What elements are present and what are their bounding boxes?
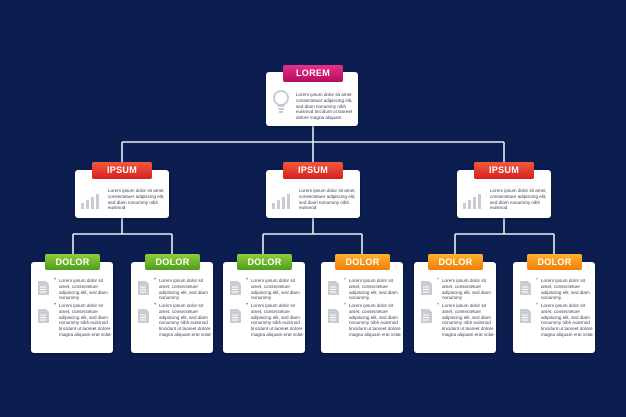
leaf-label-6: DOLOR xyxy=(527,254,582,270)
document-icon xyxy=(230,281,241,295)
document-icon xyxy=(520,281,531,295)
leaf-bullet-5a: Lorem ipsum dolor sit amet, consectetuer… xyxy=(437,278,496,301)
leaf-bullet-5b: Lorem ipsum dolor sit amet, consectetuer… xyxy=(437,303,496,338)
leaf-label-3: DOLOR xyxy=(237,254,292,270)
leaf-bullet-6b: Lorem ipsum dolor sit amet, consectetuer… xyxy=(536,303,595,338)
lightbulb-icon xyxy=(273,90,289,113)
leaf-bullet-2b: Lorem ipsum dolor sit amet, consectetuer… xyxy=(154,303,213,338)
leaf-bullet-2a: Lorem ipsum dolor sit amet, consectetuer… xyxy=(154,278,213,301)
middle-text-2: Lorem ipsum dolor sit amet, consectetuer… xyxy=(299,188,356,211)
bar-chart-icon xyxy=(272,194,290,209)
document-icon xyxy=(520,309,531,323)
document-icon xyxy=(421,281,432,295)
middle-label-1: IPSUM xyxy=(92,162,152,179)
document-icon xyxy=(38,281,49,295)
leaf-label-1: DOLOR xyxy=(45,254,100,270)
middle-text-3: Lorem ipsum dolor sit amet, consectetuer… xyxy=(490,188,547,211)
leaf-bullet-3a: Lorem ipsum dolor sit amet, consectetuer… xyxy=(246,278,305,301)
top-text: Lorem ipsum dolor sit amet, consectetuer… xyxy=(296,92,353,121)
middle-label-3: IPSUM xyxy=(474,162,534,179)
document-icon xyxy=(38,309,49,323)
leaf-bullet-4b: Lorem ipsum dolor sit amet, consectetuer… xyxy=(344,303,403,338)
leaf-label-5: DOLOR xyxy=(428,254,483,270)
document-icon xyxy=(230,309,241,323)
document-icon xyxy=(328,281,339,295)
leaf-bullet-6a: Lorem ipsum dolor sit amet, consectetuer… xyxy=(536,278,595,301)
leaf-label-2: DOLOR xyxy=(145,254,200,270)
document-icon xyxy=(421,309,432,323)
document-icon xyxy=(328,309,339,323)
middle-text-1: Lorem ipsum dolor sit amet, consectetuer… xyxy=(108,188,165,211)
top-label: LOREM xyxy=(283,65,343,82)
leaf-bullet-3b: Lorem ipsum dolor sit amet, consectetuer… xyxy=(246,303,305,338)
bar-chart-icon xyxy=(81,194,99,209)
document-icon xyxy=(138,309,149,323)
leaf-bullet-1b: Lorem ipsum dolor sit amet, consectetuer… xyxy=(54,303,113,338)
leaf-bullet-4a: Lorem ipsum dolor sit amet, consectetuer… xyxy=(344,278,403,301)
bar-chart-icon xyxy=(463,194,481,209)
middle-label-2: IPSUM xyxy=(283,162,343,179)
leaf-bullet-1a: Lorem ipsum dolor sit amet, consectetuer… xyxy=(54,278,113,301)
leaf-label-4: DOLOR xyxy=(335,254,390,270)
document-icon xyxy=(138,281,149,295)
